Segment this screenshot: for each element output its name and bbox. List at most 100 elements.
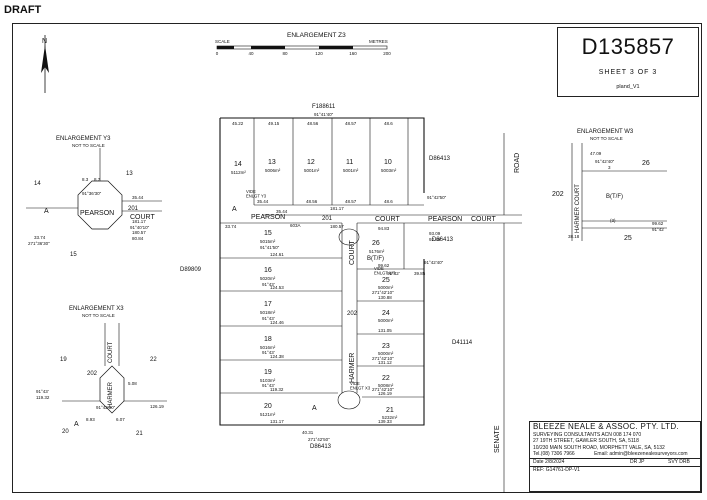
dim: 94.83 [378,226,390,231]
scale-tick: 200 [383,51,391,56]
lot-area: 5001m² [304,168,320,173]
bearing: 91°40'10" [130,225,150,230]
road-court-vertical: COURT [349,240,356,265]
lot-number: 20 [62,429,69,435]
north-arrow-icon: N [41,35,49,93]
dim: 119.32 [270,387,284,392]
enl-title: ENLARGEMENT X3 [69,306,124,312]
firm-line: 10/230 MAIN SOUTH ROAD, MORPHETT VALE, S… [533,444,665,451]
dim: 48.6 [384,121,393,126]
scale-tick: 0 [216,51,219,56]
lot-number: 202 [87,371,98,377]
lot-number: 26 [642,160,650,167]
lot-area: 5001m² [343,168,359,173]
dim: 5.08 [128,381,137,386]
lot-area: 5020m² [260,276,276,281]
dim: 124.46 [270,320,284,325]
dim: 39.85 [414,271,426,276]
dim: 48.56 [306,199,318,204]
scale-units: METRES [369,39,388,44]
lot-number: 21 [136,431,143,437]
road-senate: SENATE [494,425,501,453]
enl-road: COURT [130,214,155,221]
dim: 99.62 [378,263,390,268]
dim: 131.12 [378,360,392,365]
parcel-east-upper: D86413 [429,156,451,162]
draft-watermark: DRAFT [4,4,42,16]
scale-tick: 80 [282,51,288,56]
dim: 47.09 [590,151,602,156]
bearing: 91°43' [262,282,275,287]
bearing: 271°42'10" [372,387,394,392]
east-lots: 26 5176m² 25 5000m² 24 5000m² 23 5000m² … [369,195,447,424]
enl-road: HARMER [108,381,114,408]
bearing: 91°36'30" [82,191,102,196]
lot-201: 201 [322,216,333,222]
file-name: pland_V1 [616,84,640,90]
lot-number: 16 [264,267,272,274]
lot-number: 15 [70,252,77,258]
scale-bar: SCALE ENLARGEMENT Z3 METRES 0 40 80 120 … [215,32,391,56]
firm-tel: Tel.(08) 7306 7966 [533,451,575,458]
plan-number: D135857 [581,34,675,59]
road-pearson-east: PEARSON [428,216,462,223]
lot-number: 13 [126,171,133,177]
bearing: 91°42'40" [595,159,615,164]
firm-ref: REF: G14761-DP-V1 [533,466,580,473]
sheet-border [12,23,702,493]
lot-number: 21 [386,407,394,414]
lot-number: 19 [60,357,67,363]
dim: 126.19 [378,391,392,396]
bearing: 271°42'10" [372,356,394,361]
parcel-east-lower: D41114 [452,340,473,346]
lot-number: 22 [150,357,157,363]
dim: 35.44 [276,209,288,214]
lot-202: 202 [347,311,358,317]
dim: 181.17 [330,206,344,211]
dim: 93.09 [429,231,441,236]
dim: 48.56 [307,121,319,126]
easement-b: B(T/F) [606,194,623,200]
scale-tick: 160 [349,51,357,56]
dim: 181.17 [132,219,146,224]
bearing: 91°43' [36,389,49,394]
firm-block: BLEEZE NEALE & ASSOC. PTY. LTD. SURVEYIN… [529,421,701,492]
lot-number: 201 [128,206,139,212]
dim-south: 40.31 [302,430,314,435]
easement-a: A [312,405,317,412]
enl-road: PEARSON [80,210,114,217]
dim: 48.57 [345,121,357,126]
dim: 92.49 [429,237,441,242]
enlargement-w3: ENLARGEMENT W3 NOT TO SCALE 26 202 25 HA… [552,129,667,242]
sheet-number: SHEET 3 OF 3 [598,69,658,76]
dim: 130.88 [378,295,392,300]
lot-number: 17 [264,301,272,308]
parcel-south: D86413 [310,444,332,450]
north-label: N [42,38,47,45]
lot-area: 5000m² [378,351,394,356]
lot-number: 25 [382,277,390,284]
lot-number: 13 [268,159,276,166]
lot-number: 24 [382,310,390,317]
lot-area: 5006m² [265,168,281,173]
plan-number-block: D135857 SHEET 3 OF 3 pland_V1 [557,27,699,97]
firm-email: Email: admin@bleezenealesurveyors.com [594,451,688,458]
lot-area: 5016m² [260,345,276,350]
enl-subtitle: NOT TO SCALE [590,136,623,141]
dim: 80.84 [132,236,144,241]
lot-area: 5232m² [382,415,398,420]
dim: 99.62 [652,221,664,226]
dim: 8.7 [94,177,101,182]
bearing: 91°42'40" [424,260,444,265]
lot-number: 10 [384,159,392,166]
lot-number: 11 [346,159,353,166]
road-pearson: PEARSON [251,214,285,221]
firm-date-row: Date 2/8/2024 DR JP SVY DRB [530,457,700,466]
lot-area: 5176m² [369,249,385,254]
dim: 139.33 [378,419,392,424]
bearing: 91°42 [652,227,664,232]
dim: 45.22 [232,121,244,126]
parcel-east-mid: D86413 [432,237,454,243]
